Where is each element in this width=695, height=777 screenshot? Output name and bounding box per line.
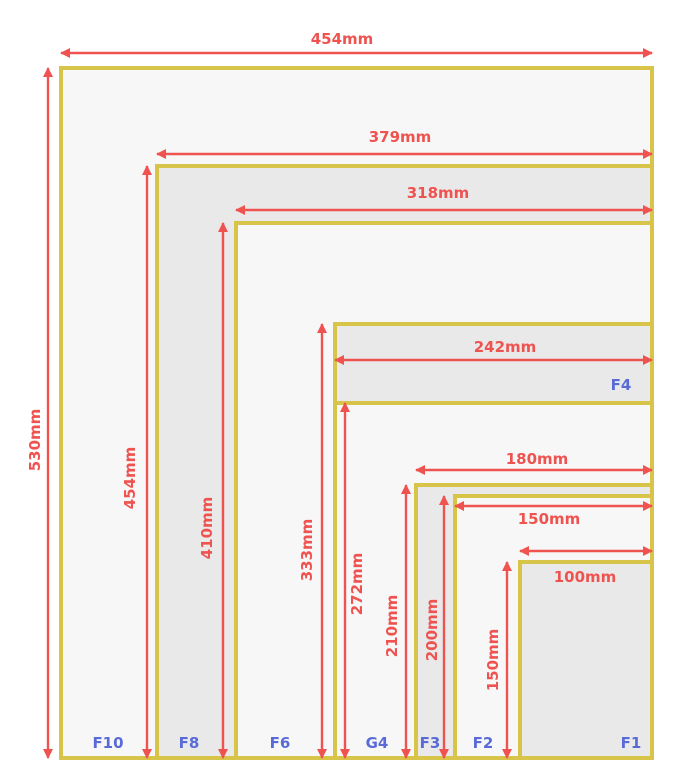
- width-label-f8: 379mm: [369, 128, 432, 146]
- width-label-f4: 242mm: [474, 338, 537, 356]
- height-label-f6: 410mm: [198, 497, 216, 560]
- width-label-f2: 150mm: [518, 510, 581, 528]
- size-label-f2: F2: [473, 734, 494, 752]
- width-label-f10: 454mm: [311, 30, 374, 48]
- height-label-f10: 530mm: [26, 409, 44, 472]
- size-label-f10: F10: [92, 734, 123, 752]
- size-label-f3: F3: [420, 734, 441, 752]
- size-label-f6: F6: [270, 734, 291, 752]
- width-label-f3: 180mm: [506, 450, 569, 468]
- height-label-f2: 200mm: [423, 599, 441, 662]
- height-label-f1: 150mm: [484, 629, 502, 692]
- height-label-f3: 210mm: [383, 595, 401, 658]
- size-label-f8: F8: [179, 734, 200, 752]
- size-label-g4: G4: [366, 734, 389, 752]
- size-label-f4: F4: [611, 376, 632, 394]
- width-label-f1: 100mm: [554, 568, 617, 586]
- height-label-f8: 454mm: [121, 447, 139, 510]
- frame-f1-border: [518, 560, 654, 760]
- width-label-f6: 318mm: [407, 184, 470, 202]
- frame-f1: [518, 560, 654, 760]
- height-label-f4: 333mm: [298, 519, 316, 582]
- height-label-g4: 272mm: [348, 553, 366, 616]
- size-label-f1: F1: [621, 734, 642, 752]
